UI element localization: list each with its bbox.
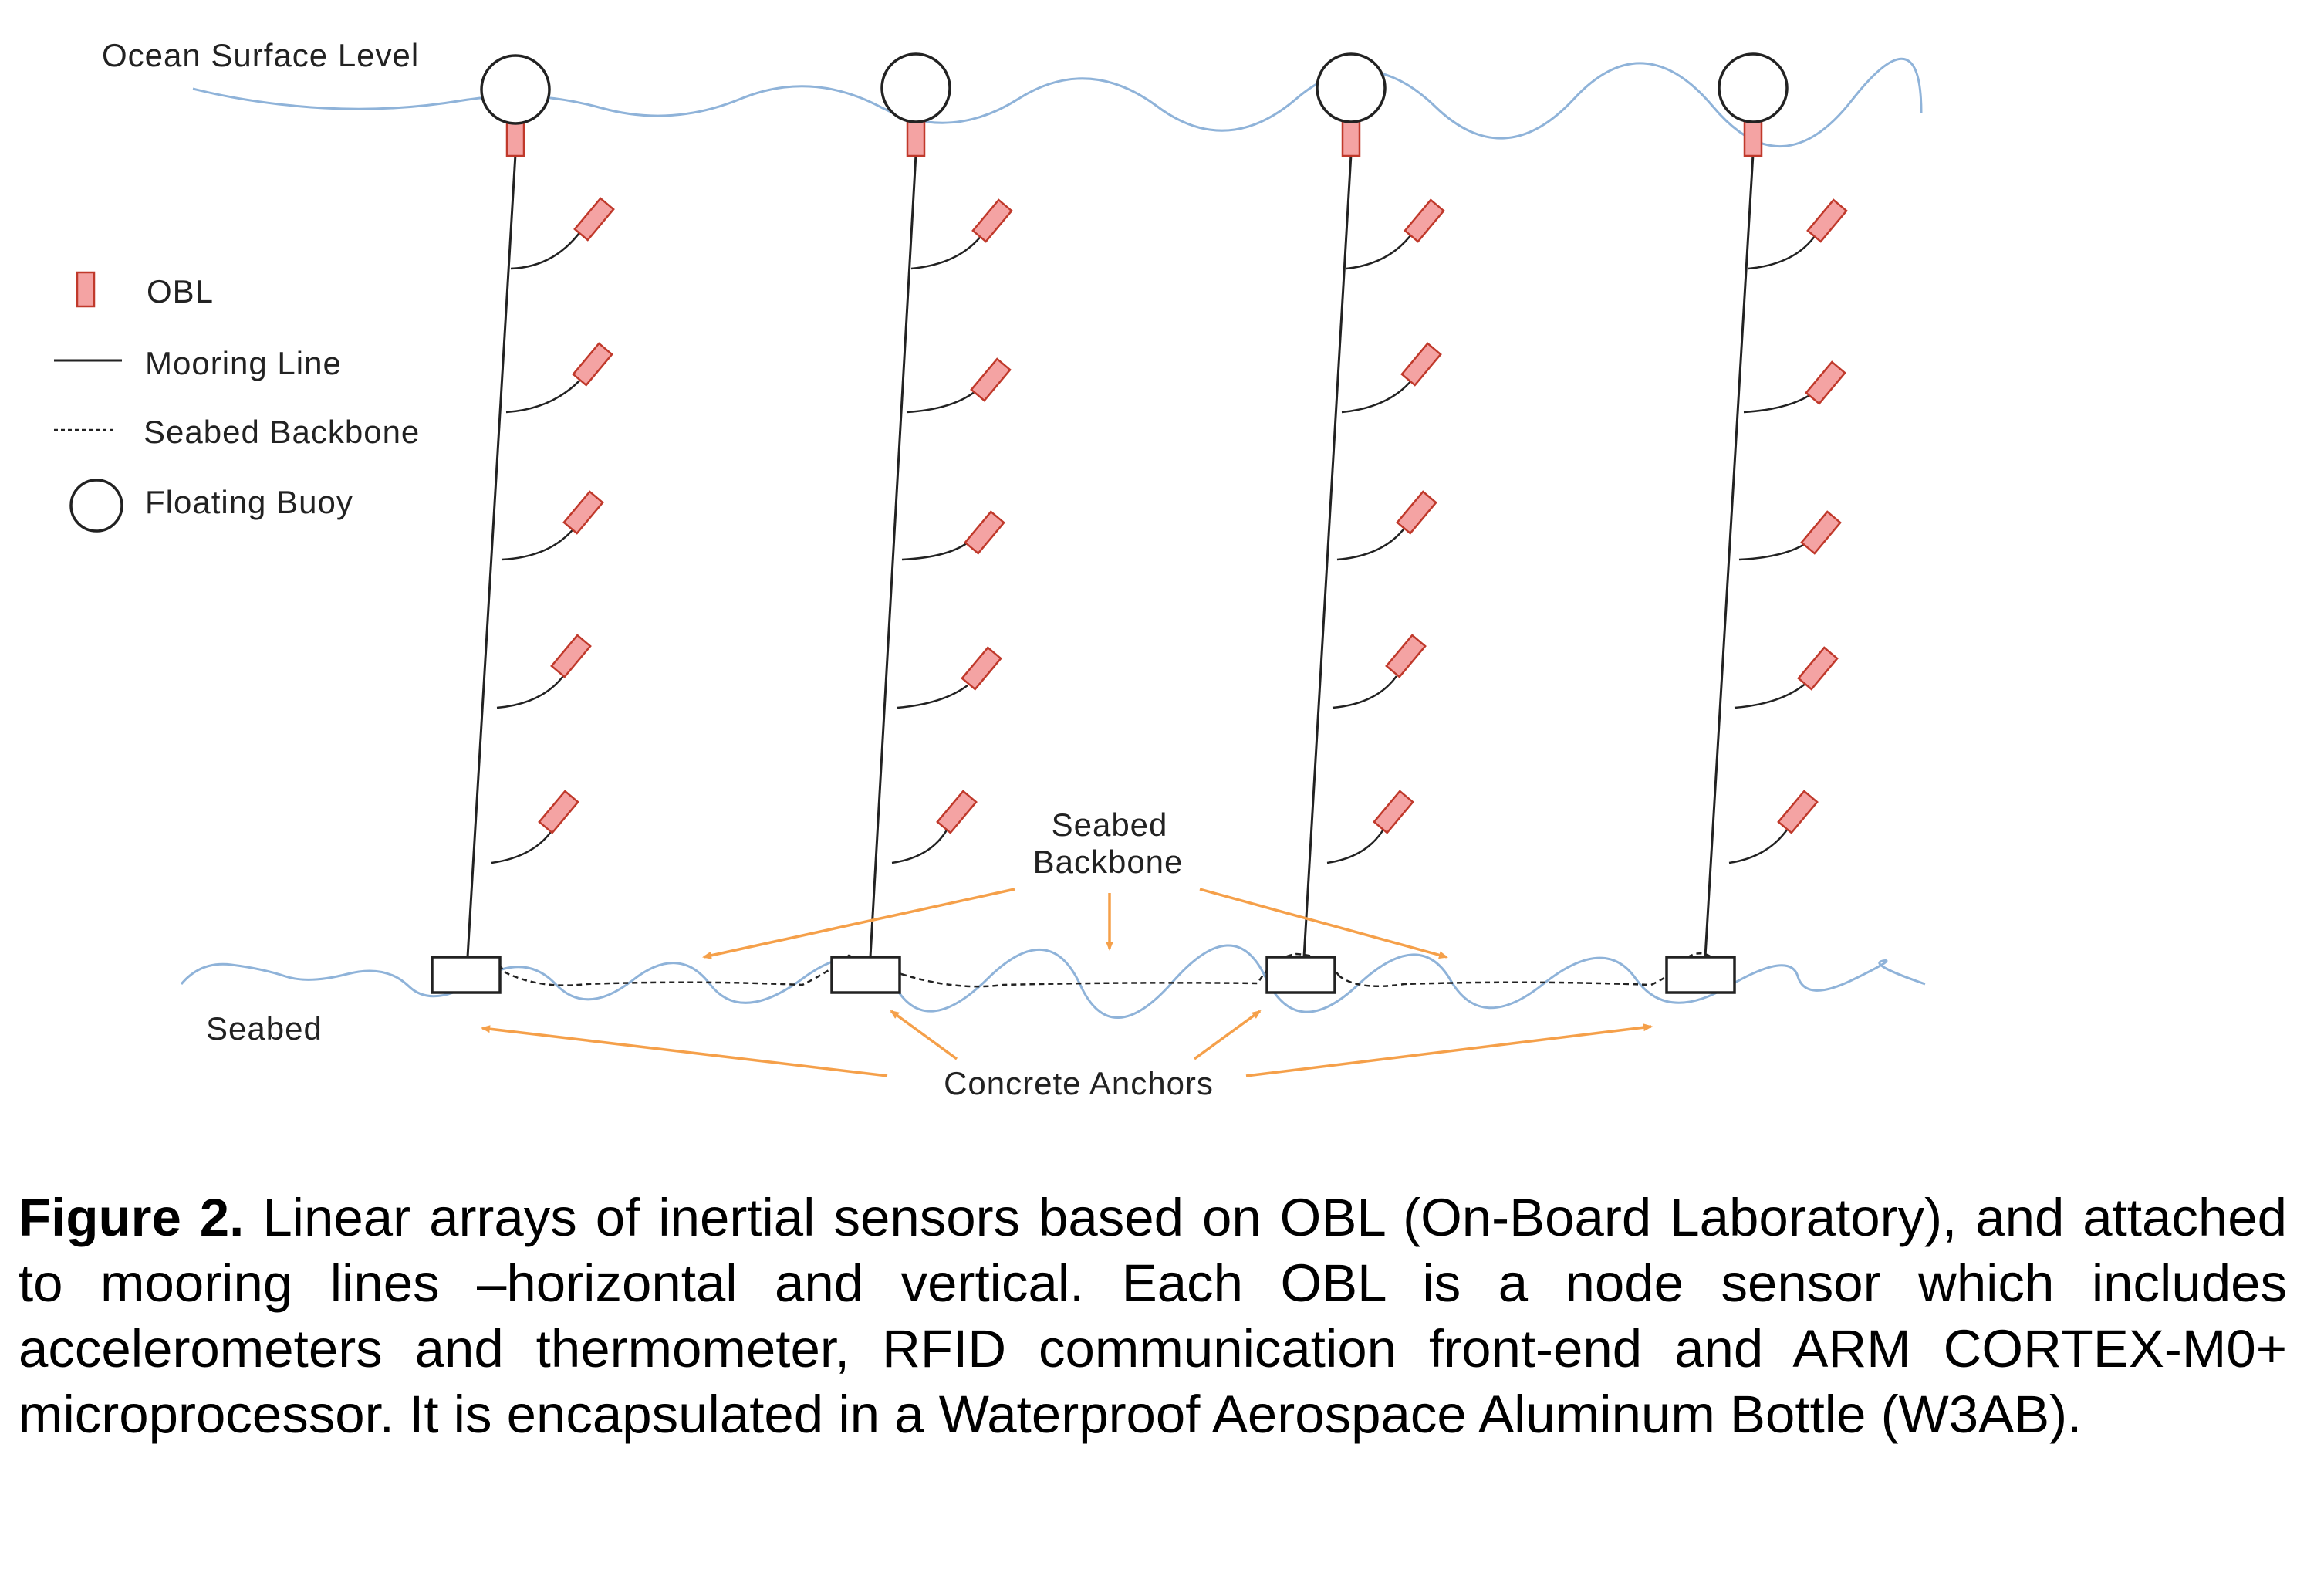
obl-sensor bbox=[964, 510, 1005, 555]
figure-caption-text: Linear arrays of inertial sensors based … bbox=[19, 1188, 2287, 1444]
obl-sensor bbox=[1797, 646, 1839, 691]
anchor-arrow bbox=[481, 1025, 888, 1077]
ocean-surface-line bbox=[192, 57, 1923, 147]
obl-sensor bbox=[562, 490, 604, 535]
mooring-line bbox=[869, 154, 917, 958]
obl-sensor bbox=[573, 197, 615, 242]
obl-sensor bbox=[1805, 360, 1846, 405]
legend-buoy-symbol bbox=[69, 479, 123, 533]
backbone-label-line2: Backbone bbox=[1033, 844, 1184, 880]
mooring-line bbox=[1704, 154, 1755, 958]
obl-sensor bbox=[1396, 490, 1437, 535]
obl-sensor bbox=[971, 198, 1013, 243]
anchor-arrow bbox=[1193, 1010, 1262, 1060]
figure-caption: Figure 2. Linear arrays of inertial sens… bbox=[19, 1185, 2287, 1447]
legend-obl-symbol bbox=[76, 271, 96, 308]
legend-backbone-label: Seabed Backbone bbox=[144, 414, 420, 450]
anchors-label: Concrete Anchors bbox=[944, 1065, 1214, 1101]
obl-sensor bbox=[961, 646, 1002, 691]
floating-buoy bbox=[880, 52, 951, 123]
obl-sensors bbox=[538, 197, 1848, 834]
obl-sensor bbox=[1373, 790, 1414, 834]
seabed-label: Seabed bbox=[206, 1010, 323, 1047]
obl-sensor bbox=[1743, 120, 1763, 157]
legend-buoy-label: Floating Buoy bbox=[145, 484, 353, 520]
sensor-branches bbox=[491, 225, 1819, 864]
anchor-arrow bbox=[1245, 1023, 1653, 1077]
floating-buoy bbox=[1718, 52, 1789, 123]
mooring-line bbox=[1302, 154, 1353, 958]
obl-sensor bbox=[1404, 198, 1445, 243]
mooring-line bbox=[466, 154, 517, 958]
concrete-anchors bbox=[431, 956, 1736, 994]
anchor-arrows bbox=[481, 1010, 1653, 1077]
backbone-label-line1: Seabed bbox=[1052, 807, 1168, 843]
legend-mooring-label: Mooring Line bbox=[145, 345, 342, 381]
backbone-arrows bbox=[702, 888, 1448, 959]
seabed-line bbox=[180, 944, 1926, 1019]
obl-sensor bbox=[572, 342, 613, 387]
concrete-anchor bbox=[431, 956, 502, 994]
obl-sensor bbox=[970, 357, 1012, 402]
figure-label: Figure 2. bbox=[19, 1188, 245, 1247]
backbone-arrow bbox=[1199, 888, 1448, 959]
ocean-surface-label: Ocean Surface Level bbox=[102, 37, 419, 73]
obl-sensor bbox=[1806, 198, 1848, 243]
obl-sensor bbox=[1400, 342, 1442, 387]
obl-sensor bbox=[538, 790, 579, 834]
obl-sensor bbox=[1777, 790, 1819, 834]
buoy-obl-sensors bbox=[505, 120, 1763, 157]
concrete-anchor bbox=[1665, 956, 1736, 994]
obl-sensor bbox=[1800, 510, 1842, 555]
concrete-anchor bbox=[830, 956, 901, 994]
mooring-array-diagram: Ocean Surface Level Seabed bbox=[54, 37, 1926, 1101]
floating-buoys bbox=[480, 52, 1789, 125]
obl-sensor bbox=[906, 120, 926, 157]
obl-sensor bbox=[1341, 120, 1361, 157]
legend-obl-label: OBL bbox=[147, 273, 214, 309]
floating-buoy bbox=[1316, 52, 1387, 123]
mooring-lines bbox=[466, 154, 1755, 958]
anchor-arrow bbox=[890, 1010, 958, 1060]
obl-sensor bbox=[1385, 634, 1427, 678]
backbone-arrow bbox=[702, 888, 1015, 959]
obl-sensor bbox=[550, 634, 592, 678]
concrete-anchor bbox=[1265, 956, 1336, 994]
floating-buoy bbox=[480, 54, 551, 125]
obl-sensor bbox=[505, 120, 525, 157]
obl-sensor bbox=[936, 790, 978, 834]
legend: OBL Mooring Line Seabed Backbone Floatin… bbox=[54, 271, 420, 533]
